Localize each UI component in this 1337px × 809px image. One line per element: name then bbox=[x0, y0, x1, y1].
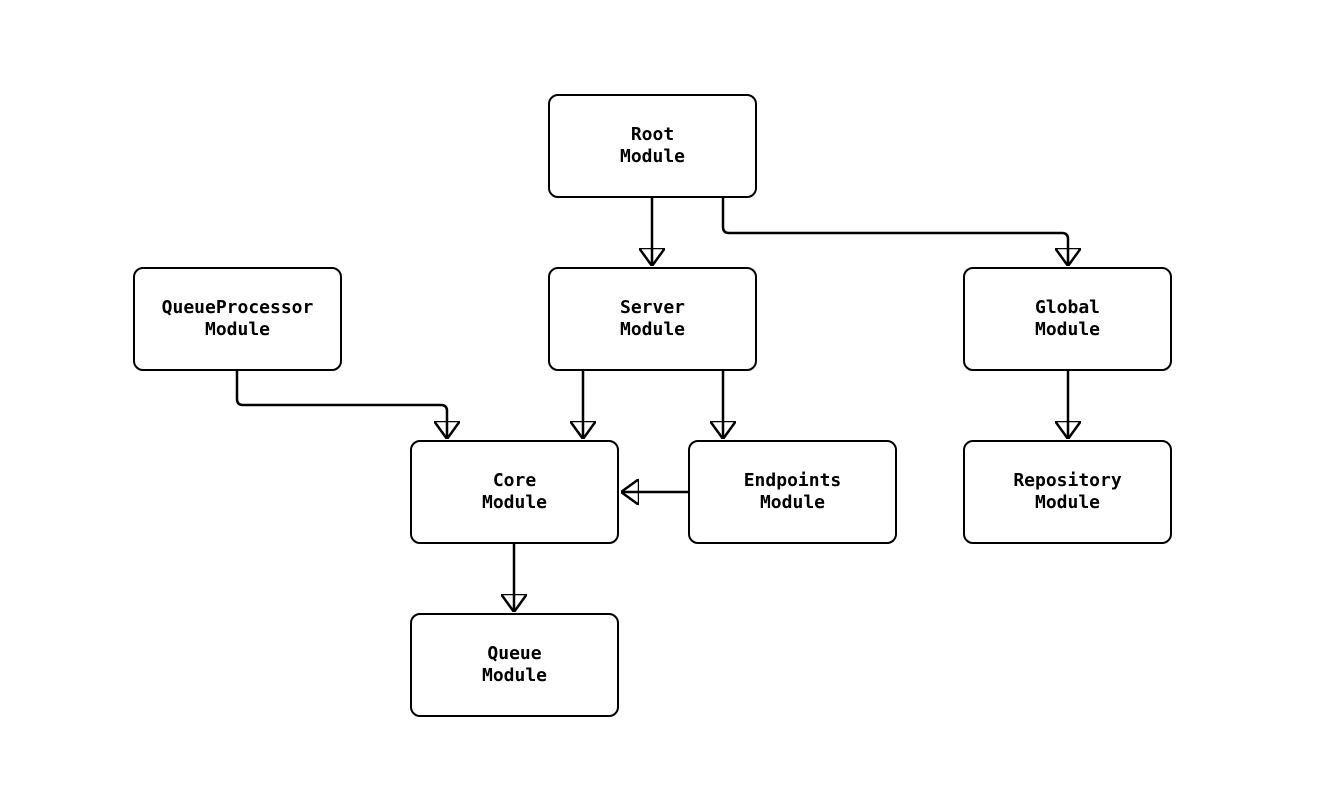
node-queueprocessor-module: QueueProcessor Module bbox=[133, 267, 342, 371]
node-root-module-label: Root Module bbox=[619, 124, 686, 167]
node-endpoints-module-label: Endpoints Module bbox=[743, 470, 842, 513]
node-core-module: Core Module bbox=[410, 440, 619, 544]
node-repository-module-label: Repository Module bbox=[1013, 470, 1122, 513]
node-global-module-label: Global Module bbox=[1034, 297, 1101, 340]
edge-queueprocessor-to-core bbox=[235, 371, 447, 438]
node-endpoints-module: Endpoints Module bbox=[688, 440, 897, 544]
node-queue-module-label: Queue Module bbox=[481, 643, 548, 686]
node-server-module-label: Server Module bbox=[619, 297, 686, 340]
node-root-module: Root Module bbox=[548, 94, 757, 198]
node-server-module: Server Module bbox=[548, 267, 757, 371]
edge-root-to-global bbox=[721, 198, 1068, 265]
node-queue-module: Queue Module bbox=[410, 613, 619, 717]
node-repository-module: Repository Module bbox=[963, 440, 1172, 544]
node-core-module-label: Core Module bbox=[481, 470, 548, 513]
node-global-module: Global Module bbox=[963, 267, 1172, 371]
node-queueprocessor-module-label: QueueProcessor Module bbox=[161, 297, 314, 340]
